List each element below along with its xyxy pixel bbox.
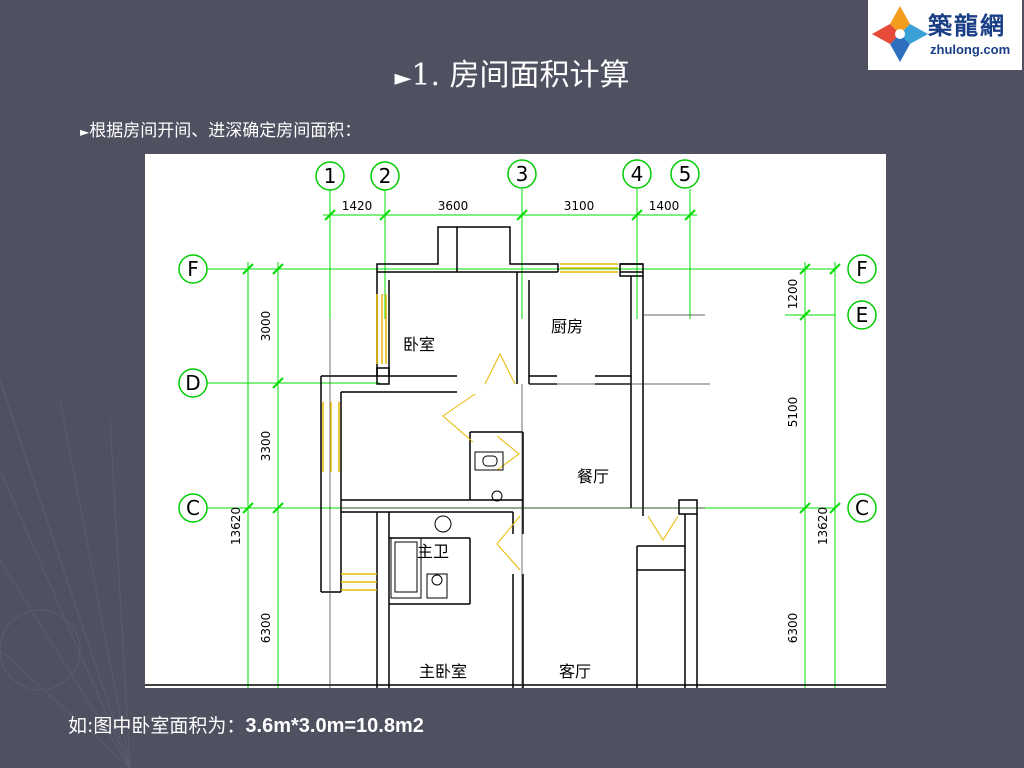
logo-mark-icon (872, 6, 928, 62)
dim-top: 1420 (342, 199, 373, 213)
axis-label: C (855, 496, 869, 520)
floor-plan: 1 2 3 4 5 F D C F E C 1420 3600 3100 140… (145, 154, 886, 688)
axis-label: E (856, 303, 869, 327)
room-label-master-bath: 主卫 (417, 542, 449, 561)
floor-plan-drawing: 1 2 3 4 5 F D C F E C 1420 3600 3100 140… (145, 159, 886, 688)
subtitle: ►根据房间开间、进深确定房间面积： (80, 116, 361, 141)
axis-label: 2 (379, 164, 392, 188)
subtitle-arrow-icon: ► (80, 125, 90, 139)
logo-english-text: zhulong.com (930, 42, 1011, 57)
dim-top: 3100 (564, 199, 595, 213)
dim-right: 6300 (786, 613, 800, 644)
axis-label: C (186, 496, 200, 520)
room-label-dining: 餐厅 (577, 467, 609, 486)
dim-right-total: 13620 (816, 507, 830, 545)
area-example: 如:图中卧室面积为：3.6m*3.0m=10.8m2 (68, 711, 424, 738)
axis-label: 4 (631, 162, 644, 186)
page-title: ►1. 房间面积计算 (0, 50, 1024, 94)
dim-top: 3600 (438, 199, 469, 213)
axis-label: 1 (324, 164, 337, 188)
axis-label: F (856, 257, 868, 281)
room-label-master-bedroom: 主卧室 (419, 662, 467, 681)
dim-left: 3300 (259, 431, 273, 462)
dim-top: 1400 (649, 199, 680, 213)
dim-left: 3000 (259, 311, 273, 342)
logo-chinese-text: 築龍網 (928, 11, 1006, 40)
title-arrow-icon: ► (394, 66, 412, 91)
axis-label: 3 (516, 162, 529, 186)
dim-left: 6300 (259, 613, 273, 644)
room-label-bedroom: 卧室 (403, 335, 435, 354)
room-label-kitchen: 厨房 (551, 317, 583, 336)
subtitle-text: 根据房间开间、进深确定房间面积： (89, 121, 362, 141)
area-example-prefix: 如:图中卧室面积为： (68, 715, 246, 737)
dim-left-total: 13620 (229, 507, 243, 545)
area-example-formula: 3.6m*3.0m=10.8m2 (245, 715, 424, 737)
room-label-living: 客厅 (559, 662, 591, 681)
dim-right: 1200 (786, 279, 800, 310)
axis-label: F (187, 257, 199, 281)
zhulong-logo: 築龍網 zhulong.com (868, 0, 1022, 70)
axis-label: 5 (679, 162, 692, 186)
dim-right: 5100 (786, 397, 800, 428)
title-text: 1. 房间面积计算 (411, 58, 630, 93)
axis-label: D (185, 371, 200, 395)
